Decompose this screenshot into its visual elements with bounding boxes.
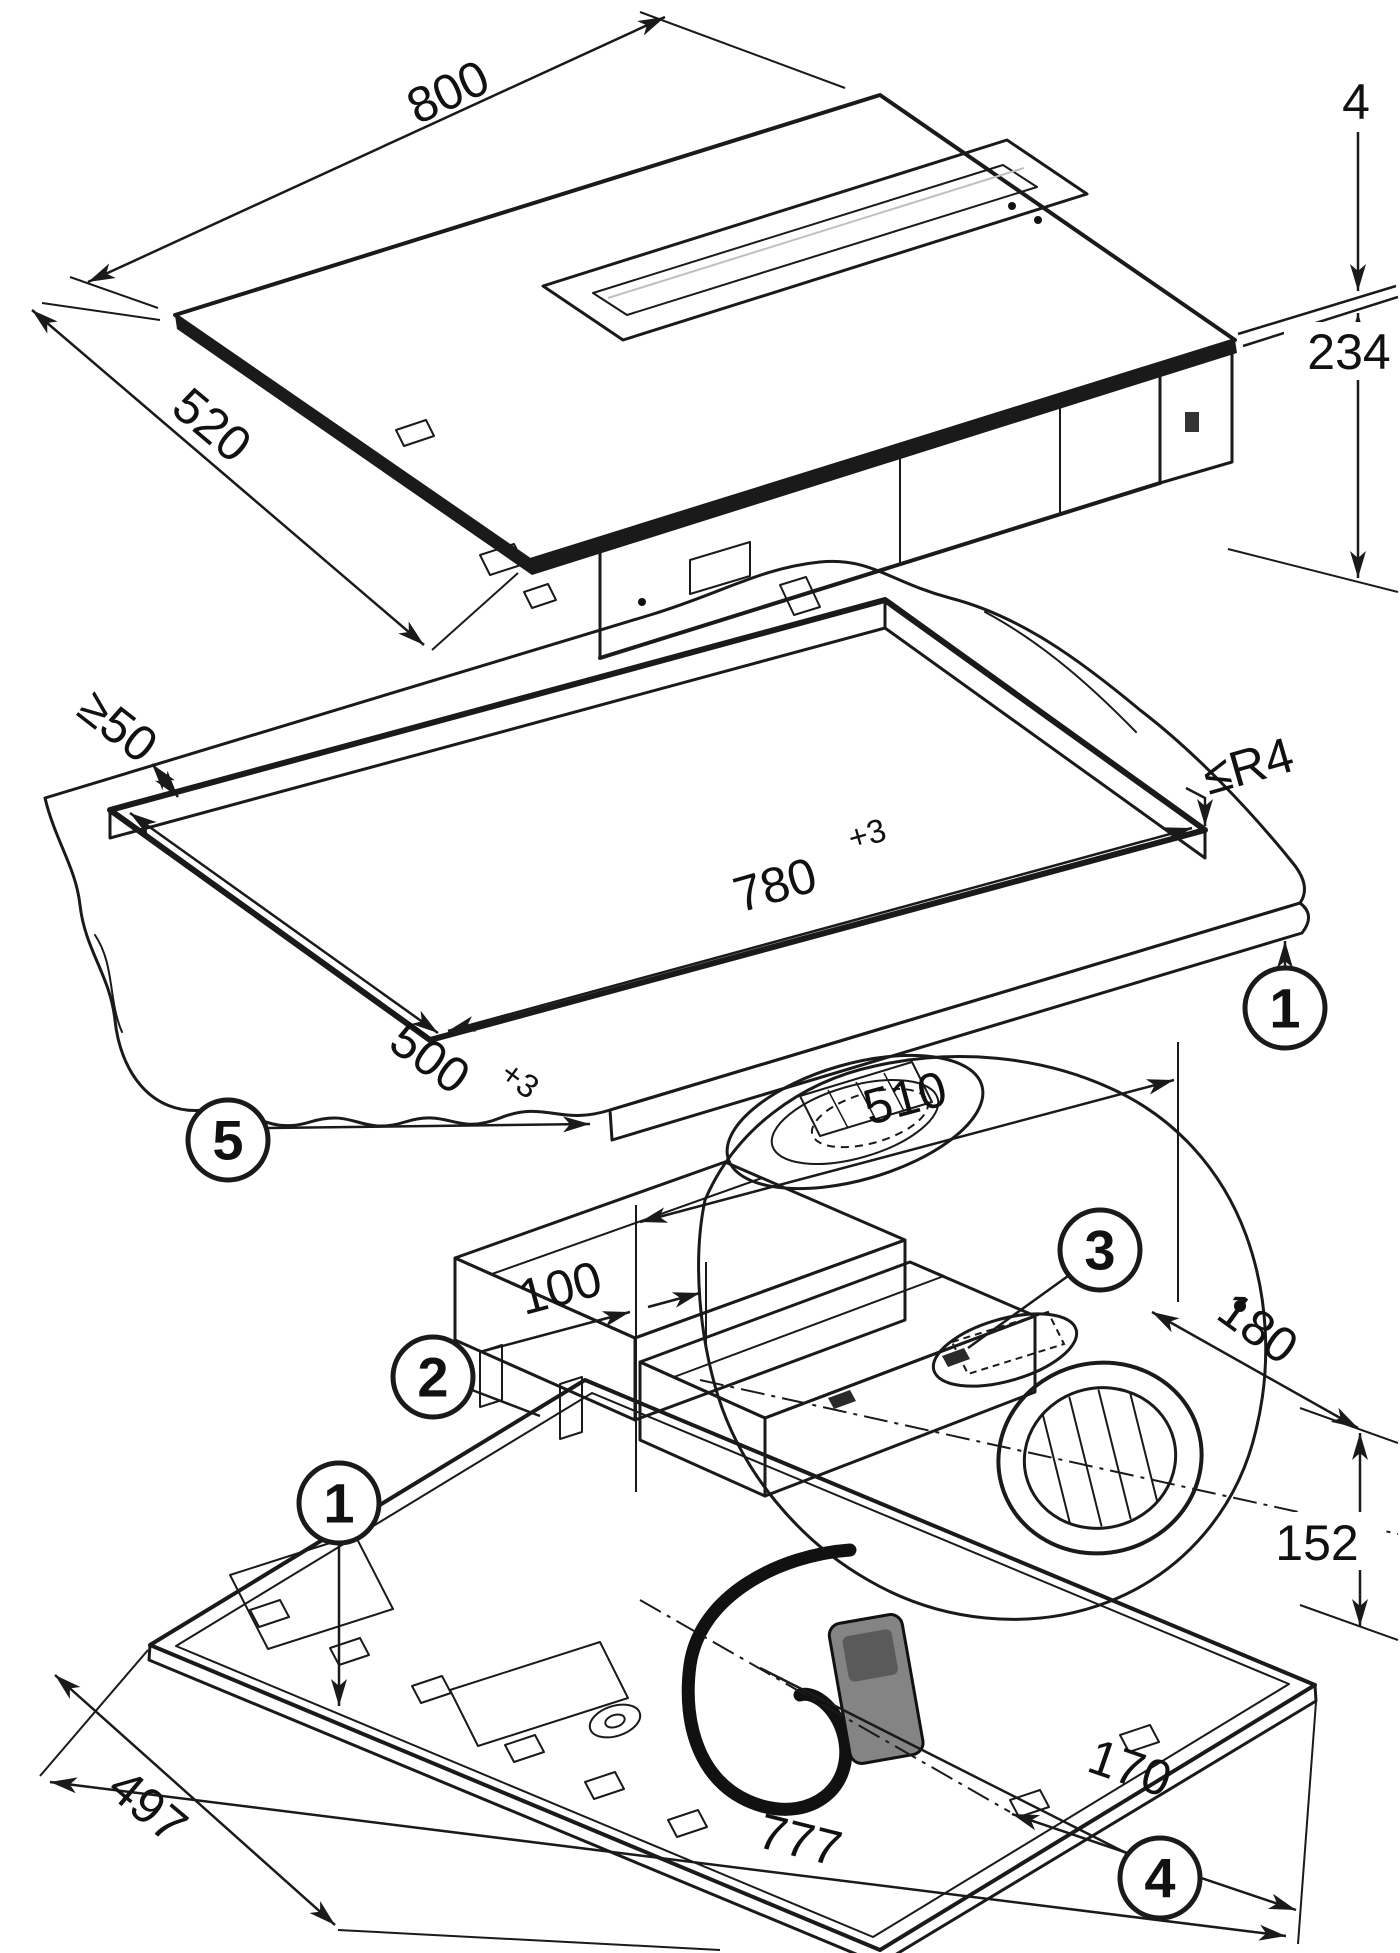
dim-text-base-length: 777 [753, 1803, 848, 1878]
dim-corner-radius: ≤R4 [1185, 726, 1300, 826]
dim-text-cutout-depth-tol: +3 [494, 1054, 546, 1106]
dim-text-cable-offset: 170 [1081, 1728, 1178, 1808]
dim-depth: 520 [31, 302, 519, 651]
dim-text-width: 800 [398, 49, 497, 135]
vent-slot-dot [1008, 202, 1016, 210]
blower-unit [697, 1053, 1268, 1621]
dim-width: 800 [69, 11, 846, 309]
callout-5-seal: 5 [185, 1097, 591, 1183]
callout-1-baseplate: 1 [296, 1460, 382, 1706]
glass-front-edge [175, 315, 1237, 575]
dim-text-cutout-depth: 500 [380, 1011, 480, 1105]
dim-text-base-depth: 497 [98, 1758, 198, 1855]
dim-text-outlet-height: 152 [1275, 1515, 1358, 1571]
exhaust-outlet [996, 1360, 1204, 1556]
callout-3-duct: 3 [967, 1207, 1143, 1350]
dim-duct-width: 100 [479, 1250, 701, 1354]
dim-text-duct-offset: 510 [857, 1060, 952, 1136]
mains-cable [681, 1543, 925, 1816]
dim-text-outlet-diagonal: 180 [1208, 1281, 1308, 1375]
view-underside: 510 100 180 152 170 [39, 1042, 1399, 1953]
dim-text-clearance: ≥50 [68, 678, 168, 773]
callout-1b-label: 1 [323, 1472, 354, 1535]
dim-text-corner-radius: ≤R4 [1196, 726, 1299, 805]
dim-text-glass-thickness: 4 [1342, 74, 1370, 130]
dim-text-cutout-length-tol: +3 [844, 811, 890, 857]
vent-slot-opening [592, 164, 1038, 316]
vent-slot [541, 138, 1089, 342]
dim-text-height-below: 234 [1307, 324, 1390, 380]
housing-box [479, 345, 1234, 660]
callout-1-label: 1 [1269, 977, 1300, 1040]
callout-5-label: 5 [212, 1109, 243, 1172]
callout-1-worktop: 1 [1242, 941, 1328, 1051]
callout-4-cable: 4 [759, 1666, 1203, 1921]
mains-plug [827, 1613, 925, 1765]
callout-4-label: 4 [1144, 1847, 1175, 1910]
view-top-isometric: 800 520 4 234 [31, 11, 1400, 660]
dim-outlet-height: 152 [1252, 1433, 1399, 1641]
duct-stub-top [931, 1312, 1079, 1388]
callout-3-label: 3 [1084, 1219, 1115, 1282]
dim-base-depth: 497 [54, 1674, 721, 1951]
dim-text-depth: 520 [162, 377, 262, 474]
dim-duct-offset: 510 [639, 1060, 1175, 1224]
worktop-surface [43, 559, 1306, 1128]
callout-2-module: 2 [390, 1334, 541, 1420]
dim-thickness-height: 4 234 [1227, 74, 1400, 593]
dim-cutout-depth: 500 +3 [129, 811, 546, 1106]
dim-outlet-diagonal: 180 [1151, 1281, 1399, 1444]
torn-edge-line [984, 611, 1137, 733]
dim-clearance: ≥50 [68, 678, 179, 798]
glass-clip [395, 419, 435, 447]
glass-surface [173, 93, 1237, 562]
vent-slot-groove [607, 167, 1025, 299]
cutout-wall-rear [108, 598, 887, 840]
support-post [559, 1376, 583, 1440]
dim-text-cutout-length: 780 [727, 847, 823, 924]
cable-axis [639, 1599, 1011, 1813]
outlet-axis [699, 1379, 1399, 1535]
worktop-front-edge [608, 901, 1310, 1142]
view-worktop-cutout: ≥50 780 +3 500 +3 ≤R4 1 5 [43, 559, 1328, 1183]
vent-slot-dot [1034, 216, 1042, 224]
torn-edge-line [94, 934, 123, 1033]
generator-module-front [638, 1260, 1037, 1498]
callout-2-label: 2 [417, 1346, 448, 1409]
